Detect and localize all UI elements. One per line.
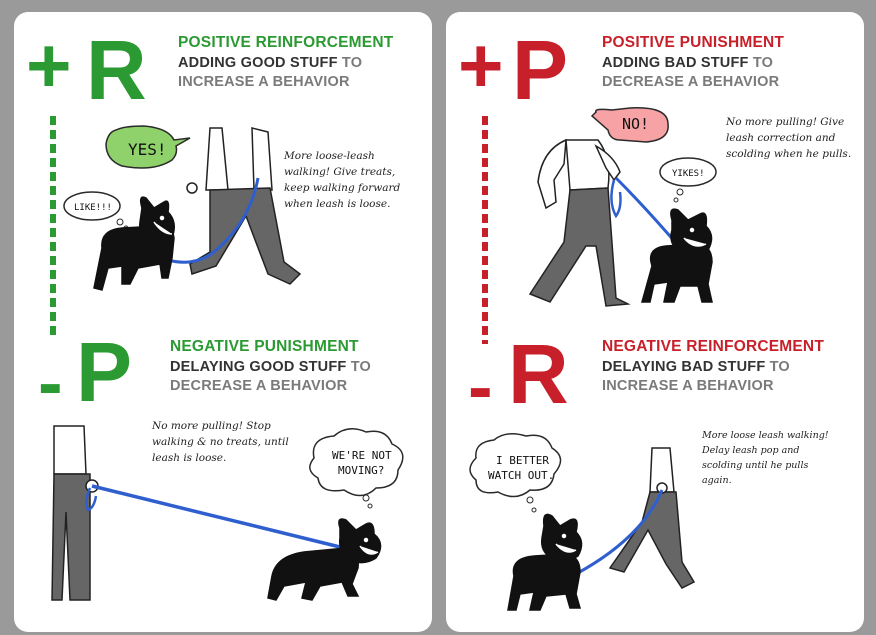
thought-bubble: LIKE!!! — [64, 192, 128, 230]
speech-bubble: YES! — [106, 126, 190, 168]
person-legs — [52, 426, 98, 600]
speech-bubble-text: NO! — [622, 115, 649, 133]
dog-figure — [268, 519, 381, 600]
person-figure — [610, 448, 694, 588]
left-card: + R POSITIVE REINFORCEMENT ADDING GOOD S… — [14, 12, 432, 632]
thought-bubble-text: YIKES! — [672, 169, 705, 179]
thought-bubble-line1: I BETTER — [496, 454, 549, 467]
right-card-illustrations: NO! YIKES! I BETTER WAT — [446, 12, 864, 632]
speech-bubble-text: YES! — [128, 140, 167, 159]
left-card-illustrations: YES! LIKE!!! — [14, 12, 432, 632]
thought-bubble-text: LIKE!!! — [74, 203, 112, 213]
thought-bubble-line2: MOVING? — [338, 464, 384, 477]
leash — [92, 486, 344, 548]
thought-bubble-line1: WE'RE NOT — [332, 449, 392, 462]
thought-bubble: I BETTER WATCH OUT. — [470, 434, 561, 512]
person-figure — [187, 128, 300, 284]
speech-bubble: NO! — [592, 108, 668, 142]
thought-bubble: WE'RE NOT MOVING? — [310, 429, 403, 508]
dog-figure — [508, 514, 582, 610]
person-figure — [530, 140, 628, 306]
thought-bubble: YIKES! — [660, 158, 716, 202]
dog-figure — [642, 209, 712, 302]
right-card: + P POSITIVE PUNISHMENT ADDING BAD STUFF… — [446, 12, 864, 632]
thought-bubble-line2: WATCH OUT. — [488, 469, 554, 482]
